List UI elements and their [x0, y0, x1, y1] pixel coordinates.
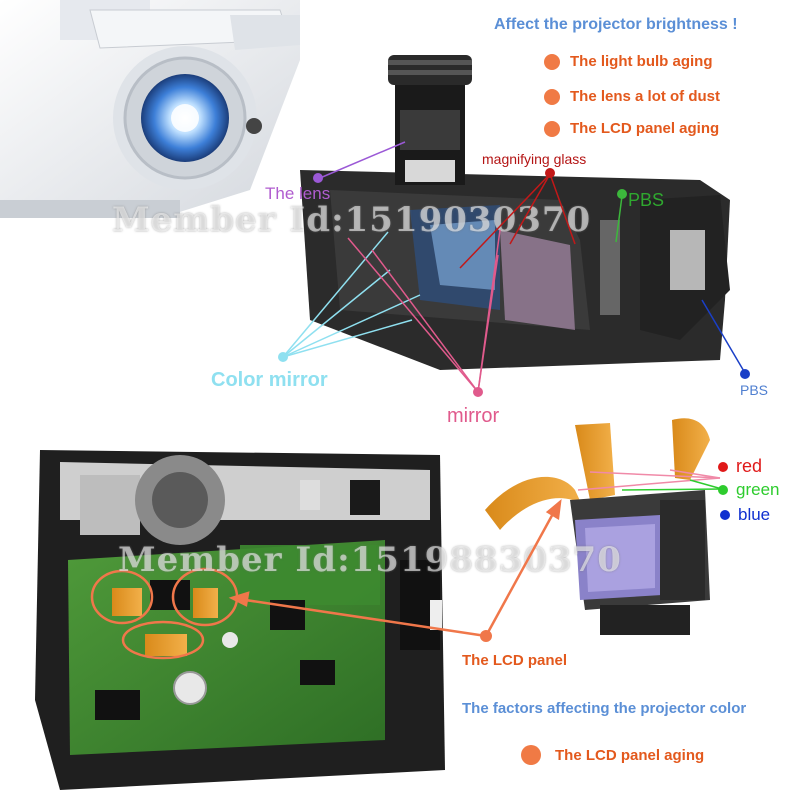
projector-photo: [0, 0, 300, 218]
legend-blue-label: blue: [738, 505, 771, 524]
watermark-bottom: Member Id:15198830370: [118, 540, 622, 580]
bullet-icon: [521, 745, 541, 765]
brightness-factor-1: The light bulb aging: [544, 53, 712, 70]
label-magnifying-glass: magnifying glass: [482, 151, 587, 167]
watermark-top: Member Id:1519030370: [112, 200, 592, 240]
label-pbs-bottom: PBS: [740, 382, 769, 398]
legend-blue: blue: [720, 505, 770, 525]
control-board-photo: [35, 450, 445, 790]
brightness-factor-3: The LCD panel aging: [544, 120, 719, 137]
blue-dot-icon: [720, 510, 730, 520]
brightness-factor-2: The lens a lot of dust: [544, 88, 720, 105]
brightness-title: Affect the projector brightness !: [494, 16, 738, 33]
bullet-icon: [544, 53, 560, 70]
label-pbs-top: PBS: [628, 190, 665, 210]
legend-green-label: green: [736, 480, 780, 499]
label-color-mirror: Color mirror: [211, 369, 328, 391]
color-factor-label: The LCD panel aging: [555, 746, 705, 764]
optical-engine-photo: [300, 55, 730, 370]
red-dot-icon: [718, 461, 728, 472]
legend-red: red: [718, 456, 762, 477]
label-lcd-panel: The LCD panel: [462, 652, 568, 669]
legend-green: green: [718, 480, 779, 500]
brightness-factor-label: The light bulb aging: [570, 53, 713, 70]
label-mirror: mirror: [447, 405, 500, 427]
color-factors-title: The factors affecting the projector colo…: [462, 700, 747, 717]
brightness-factor-label: The LCD panel aging: [570, 120, 720, 137]
legend-red-label: red: [736, 456, 763, 476]
bullet-icon: [544, 88, 560, 105]
brightness-factor-label: The lens a lot of dust: [570, 88, 721, 105]
bullet-icon: [544, 120, 560, 137]
label-the-lens: The lens: [265, 184, 331, 203]
green-dot-icon: [718, 485, 728, 495]
lcd-prism-photo: [485, 418, 710, 635]
color-factor-1: The LCD panel aging: [521, 745, 704, 765]
